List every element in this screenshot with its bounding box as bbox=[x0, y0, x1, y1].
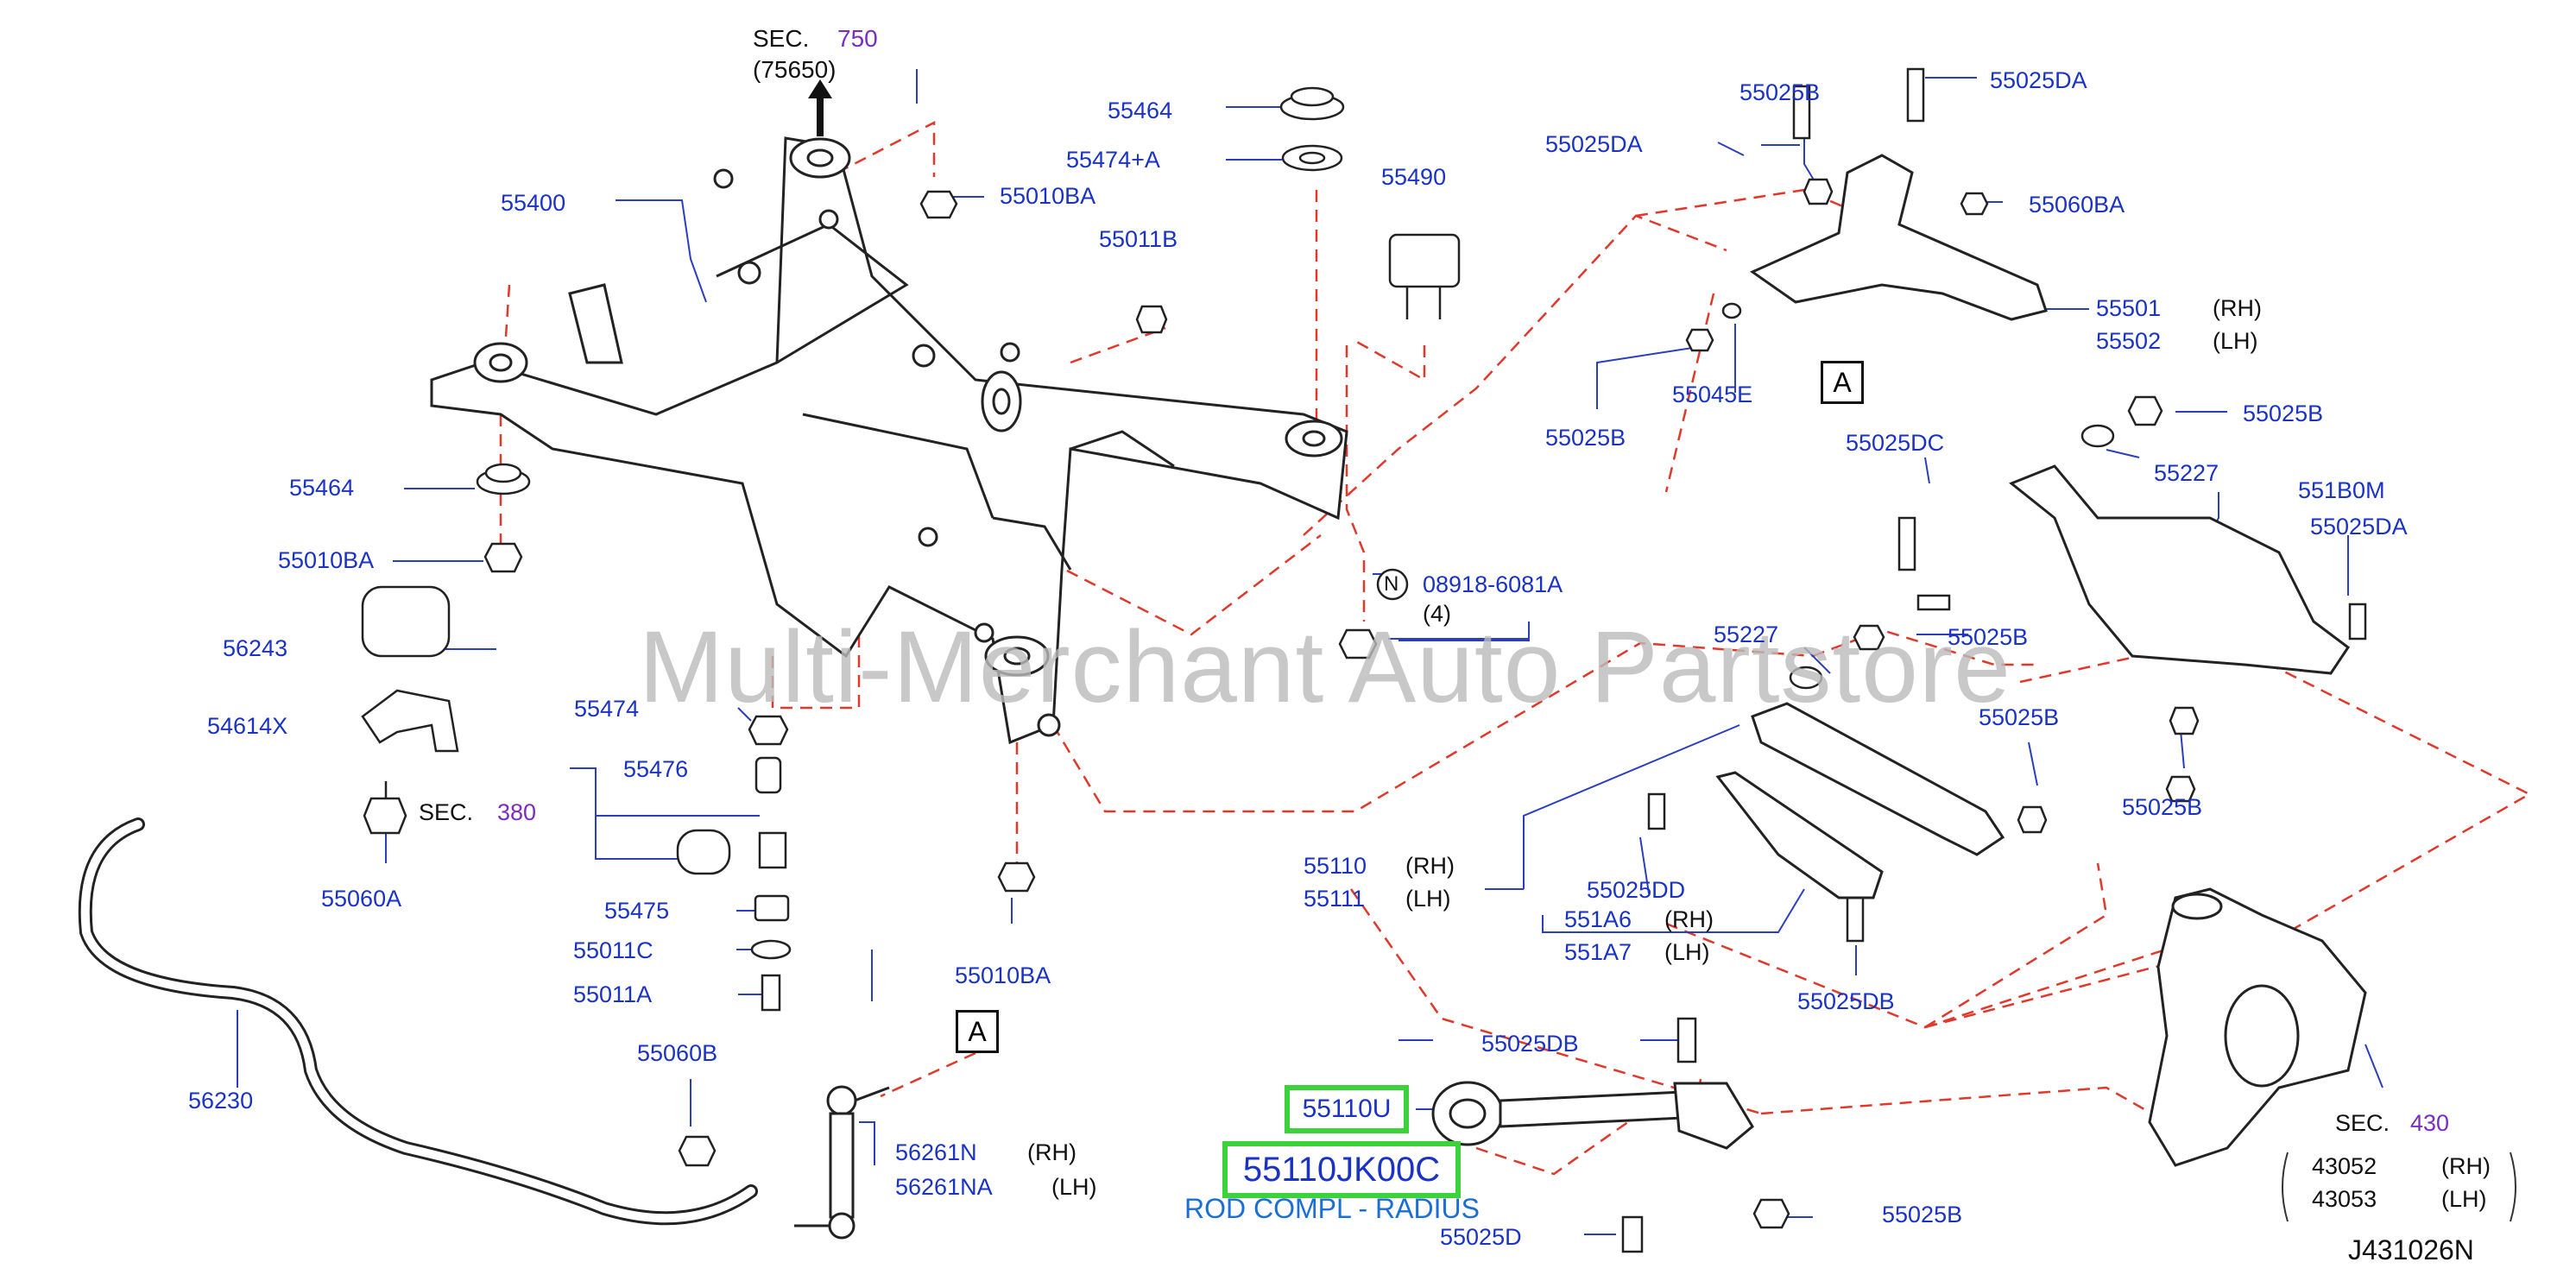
sec-430-prefix: SEC. bbox=[2335, 1110, 2390, 1136]
lower-arm-551b0m-art bbox=[2009, 464, 2351, 675]
part-55227-b[interactable]: 55227 bbox=[1714, 622, 1779, 647]
part-55400[interactable]: 55400 bbox=[501, 190, 566, 216]
part-55111[interactable]: 55111 bbox=[1304, 886, 1366, 912]
side-551a6-rh: (RH) bbox=[1664, 906, 1714, 932]
highlight-description: ROD COMPL - RADIUS bbox=[1184, 1193, 1480, 1224]
sec-750-number[interactable]: 750 bbox=[837, 25, 878, 52]
knuckle-art bbox=[2148, 887, 2367, 1167]
sec-380-prefix: SEC. bbox=[419, 799, 474, 825]
side-55110-rh: (RH) bbox=[1405, 853, 1455, 879]
part-55025da-a[interactable]: 55025DA bbox=[1990, 67, 2087, 93]
part-55474[interactable]: 55474 bbox=[574, 696, 640, 722]
part-43052[interactable]: 43052 bbox=[2312, 1153, 2377, 1179]
sec-750-sub: (75650) bbox=[753, 56, 837, 83]
part-55025b-c[interactable]: 55025B bbox=[2243, 401, 2324, 426]
part-55474a[interactable]: 55474+A bbox=[1066, 147, 1160, 173]
part-43053[interactable]: 43053 bbox=[2312, 1186, 2377, 1212]
part-55501[interactable]: 55501 bbox=[2096, 295, 2162, 321]
part-55025da-c[interactable]: 55025DA bbox=[2310, 514, 2408, 540]
part-551a6[interactable]: 551A6 bbox=[1564, 906, 1632, 932]
part-55025db-a[interactable]: 55025DB bbox=[1797, 988, 1895, 1014]
part-55025dc[interactable]: 55025DC bbox=[1846, 430, 1945, 456]
stabilizer-link-art bbox=[794, 1085, 890, 1240]
part-55025b-g[interactable]: 55025B bbox=[1882, 1202, 1963, 1227]
side-55111-lh: (LH) bbox=[1405, 886, 1451, 912]
lateral-link-55110-art bbox=[1751, 702, 2005, 856]
watermark: Multi-Merchant Auto Partstore bbox=[639, 610, 2011, 724]
part-55227-a[interactable]: 55227 bbox=[2154, 460, 2219, 486]
side-551a7-lh: (LH) bbox=[1664, 939, 1710, 965]
part-55110[interactable]: 55110 bbox=[1304, 853, 1367, 879]
part-55476[interactable]: 55476 bbox=[623, 756, 689, 782]
note-n-part[interactable]: 08918-6081A bbox=[1423, 571, 1563, 597]
part-55464-left[interactable]: 55464 bbox=[289, 475, 355, 501]
part-55011c[interactable]: 55011C bbox=[573, 937, 653, 963]
side-55501-rh: (RH) bbox=[2213, 295, 2262, 321]
part-55025b-d[interactable]: 55025B bbox=[1948, 624, 2029, 650]
part-55025b-e[interactable]: 55025B bbox=[1979, 704, 2060, 730]
sec-380-number[interactable]: 380 bbox=[497, 799, 537, 825]
side-55502-lh: (LH) bbox=[2213, 328, 2258, 354]
part-55010ba-left[interactable]: 55010BA bbox=[278, 547, 375, 573]
side-43053-lh: (LH) bbox=[2441, 1186, 2487, 1212]
part-55060b[interactable]: 55060B bbox=[637, 1040, 718, 1066]
upper-arm-55501-art bbox=[1749, 154, 2048, 321]
part-56243[interactable]: 56243 bbox=[223, 635, 288, 661]
part-55025b-a[interactable]: 55025B bbox=[1739, 79, 1821, 105]
part-55060ba[interactable]: 55060BA bbox=[2029, 192, 2125, 218]
part-55011b[interactable]: 55011B bbox=[1099, 226, 1178, 252]
part-55025dd[interactable]: 55025DD bbox=[1587, 877, 1686, 903]
side-56261n-rh: (RH) bbox=[1027, 1139, 1076, 1165]
subframe-55400-art bbox=[430, 136, 1348, 745]
part-55045e[interactable]: 55045E bbox=[1672, 382, 1753, 407]
stabilizer-bar-art bbox=[78, 817, 758, 1226]
part-55025b-f[interactable]: 55025B bbox=[2122, 794, 2203, 820]
sec-750-prefix: SEC. bbox=[753, 25, 810, 52]
side-56261na-lh: (LH) bbox=[1051, 1174, 1097, 1200]
part-55025da-b[interactable]: 55025DA bbox=[1545, 131, 1643, 157]
part-56261n[interactable]: 56261N bbox=[895, 1139, 977, 1165]
marker-a-upper: A bbox=[1821, 361, 1864, 404]
side-43052-rh: (RH) bbox=[2441, 1153, 2491, 1179]
part-55010ba-mid[interactable]: 55010BA bbox=[955, 962, 1051, 988]
n-badge-letter: N bbox=[1384, 572, 1399, 596]
part-55464-top[interactable]: 55464 bbox=[1108, 98, 1173, 123]
part-551a7[interactable]: 551A7 bbox=[1564, 939, 1632, 965]
part-55011a[interactable]: 55011A bbox=[573, 981, 653, 1007]
part-54614x[interactable]: 54614X bbox=[207, 713, 288, 739]
part-551b0m[interactable]: 551B0M bbox=[2298, 477, 2385, 503]
link-551a6-art bbox=[1715, 771, 1884, 899]
part-55490[interactable]: 55490 bbox=[1381, 164, 1447, 190]
highlight-part-short[interactable]: 55110U bbox=[1285, 1085, 1409, 1133]
highlight-part-full[interactable]: 55110JK00C bbox=[1222, 1141, 1461, 1198]
n-badge-circle bbox=[1376, 568, 1409, 601]
part-55025d[interactable]: 55025D bbox=[1440, 1224, 1522, 1250]
figure-id: J431026N bbox=[2348, 1234, 2474, 1265]
subframe-bushings bbox=[473, 137, 1343, 737]
arrow-sec-750 bbox=[808, 79, 832, 136]
part-55010ba-top[interactable]: 55010BA bbox=[1000, 183, 1096, 209]
hardware-art bbox=[361, 67, 2367, 1253]
radius-rod-art bbox=[1431, 1081, 1754, 1150]
part-55475[interactable]: 55475 bbox=[604, 898, 670, 924]
part-56230[interactable]: 56230 bbox=[188, 1088, 254, 1114]
part-55025b-b[interactable]: 55025B bbox=[1545, 425, 1626, 451]
part-55025db-b[interactable]: 55025DB bbox=[1481, 1031, 1579, 1057]
part-55502[interactable]: 55502 bbox=[2096, 328, 2162, 354]
marker-a-lower: A bbox=[956, 1010, 999, 1053]
part-56261na[interactable]: 56261NA bbox=[895, 1174, 993, 1200]
note-n-qty: (4) bbox=[1423, 601, 1451, 627]
sec-430-number[interactable]: 430 bbox=[2410, 1110, 2450, 1136]
part-55060a[interactable]: 55060A bbox=[321, 886, 402, 912]
